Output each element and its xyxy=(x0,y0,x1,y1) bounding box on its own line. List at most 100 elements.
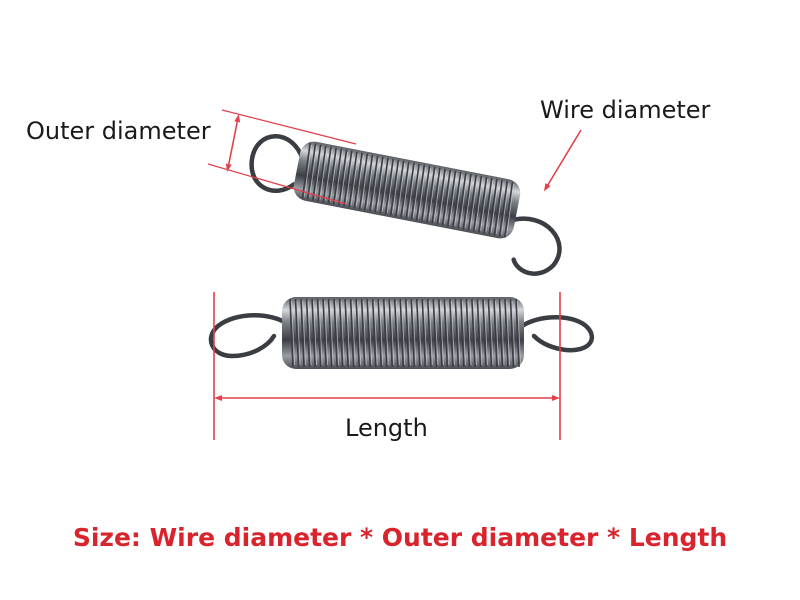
coil-turn xyxy=(305,298,311,368)
coil-turn xyxy=(374,156,384,213)
coil-turn xyxy=(431,167,441,224)
coil-highlight xyxy=(438,171,447,223)
coil-turn xyxy=(487,298,493,368)
coil-highlight xyxy=(329,149,338,202)
coil-highlight xyxy=(489,300,494,366)
coil-highlight xyxy=(500,300,505,366)
coil-highlight xyxy=(314,146,323,199)
coil-turn xyxy=(415,164,426,221)
coil-turn xyxy=(369,155,379,212)
coil-highlight xyxy=(381,159,390,212)
coil-highlight xyxy=(346,300,351,366)
coil-turn xyxy=(371,298,377,368)
right-hook xyxy=(519,315,595,353)
coil-turn xyxy=(333,298,338,368)
coil-highlight xyxy=(329,300,334,366)
coil-turn xyxy=(379,157,389,214)
coil-turn xyxy=(384,158,395,215)
coil-highlight xyxy=(444,172,452,224)
coil-turn xyxy=(446,170,457,227)
coil-turn xyxy=(306,143,317,200)
coil-highlight xyxy=(340,300,345,366)
coil-turn xyxy=(488,178,498,235)
coil-highlight xyxy=(351,300,356,366)
coil-highlight xyxy=(397,163,406,215)
coil-highlight xyxy=(490,181,499,233)
coil-turn xyxy=(503,181,514,238)
coil-highlight xyxy=(428,169,437,221)
coil-highlight xyxy=(335,300,340,366)
coil-turn xyxy=(301,142,312,199)
coil-highlight xyxy=(345,152,354,205)
dimension-lines xyxy=(207,109,582,440)
coil-turn xyxy=(400,161,410,218)
coil-turn xyxy=(460,298,465,368)
coil-turn xyxy=(360,298,366,368)
coil-highlight xyxy=(392,162,401,214)
coil-turn xyxy=(404,298,410,368)
coil-turn xyxy=(363,154,374,211)
coil-highlight xyxy=(485,180,494,232)
coil-highlight xyxy=(464,176,473,228)
coil-highlight xyxy=(340,151,349,204)
coil-turn xyxy=(382,298,388,368)
coil-highlight xyxy=(473,300,477,366)
coil-turn xyxy=(467,174,477,231)
coil-turn xyxy=(421,298,427,368)
coil-highlight xyxy=(445,300,450,366)
coil-highlight xyxy=(291,300,296,366)
coil-turn xyxy=(317,145,327,202)
coil-turn xyxy=(410,163,420,220)
coil-turn xyxy=(498,180,509,237)
coil-highlight xyxy=(462,300,466,366)
coil-highlight xyxy=(412,166,421,218)
top-spring-icon xyxy=(249,134,562,276)
coil-turn xyxy=(465,298,471,368)
coil-highlight xyxy=(355,154,364,207)
coil-turn xyxy=(410,298,416,368)
coil-highlight xyxy=(480,179,489,231)
coil-highlight xyxy=(376,158,385,211)
coil-highlight xyxy=(296,300,301,366)
coil-turn xyxy=(452,171,462,228)
coil-turn xyxy=(395,160,405,217)
coil-turn xyxy=(436,168,446,225)
coil-highlight xyxy=(511,300,516,366)
coil-highlight xyxy=(439,300,444,366)
coil-turn xyxy=(344,298,349,368)
coil-highlight xyxy=(302,300,307,366)
coil-highlight xyxy=(361,155,369,208)
coil-highlight xyxy=(456,300,461,366)
coil-highlight xyxy=(459,175,468,227)
coil-turn xyxy=(355,298,360,368)
coil-highlight xyxy=(469,177,478,229)
coil-highlight xyxy=(401,300,406,366)
coil-turn xyxy=(349,298,355,368)
coil-highlight xyxy=(319,147,328,200)
coil-turn xyxy=(441,169,452,226)
coil-highlight xyxy=(449,173,458,225)
coil-turn xyxy=(312,144,322,201)
coil-turn xyxy=(457,172,467,229)
coil-highlight xyxy=(309,145,318,198)
coil-turn xyxy=(462,173,472,230)
coil-highlight xyxy=(324,148,333,201)
coil-turn xyxy=(449,298,454,368)
left-hook xyxy=(249,134,306,193)
coil-highlight xyxy=(434,300,439,366)
coil-highlight xyxy=(467,300,472,366)
right-hook xyxy=(508,216,562,276)
coil-turn xyxy=(343,150,353,207)
coil-highlight xyxy=(484,300,488,366)
coil-highlight xyxy=(313,300,318,366)
coil-turn xyxy=(476,298,482,368)
coil-turn xyxy=(327,147,337,204)
coil-turn xyxy=(471,298,476,368)
coil-highlight xyxy=(304,144,312,197)
coil-turn xyxy=(427,298,432,368)
coil-turn xyxy=(300,298,305,368)
coil-highlight xyxy=(406,300,411,366)
coil-turn xyxy=(483,177,493,234)
outer-diameter-label: Outer diameter xyxy=(26,117,211,145)
